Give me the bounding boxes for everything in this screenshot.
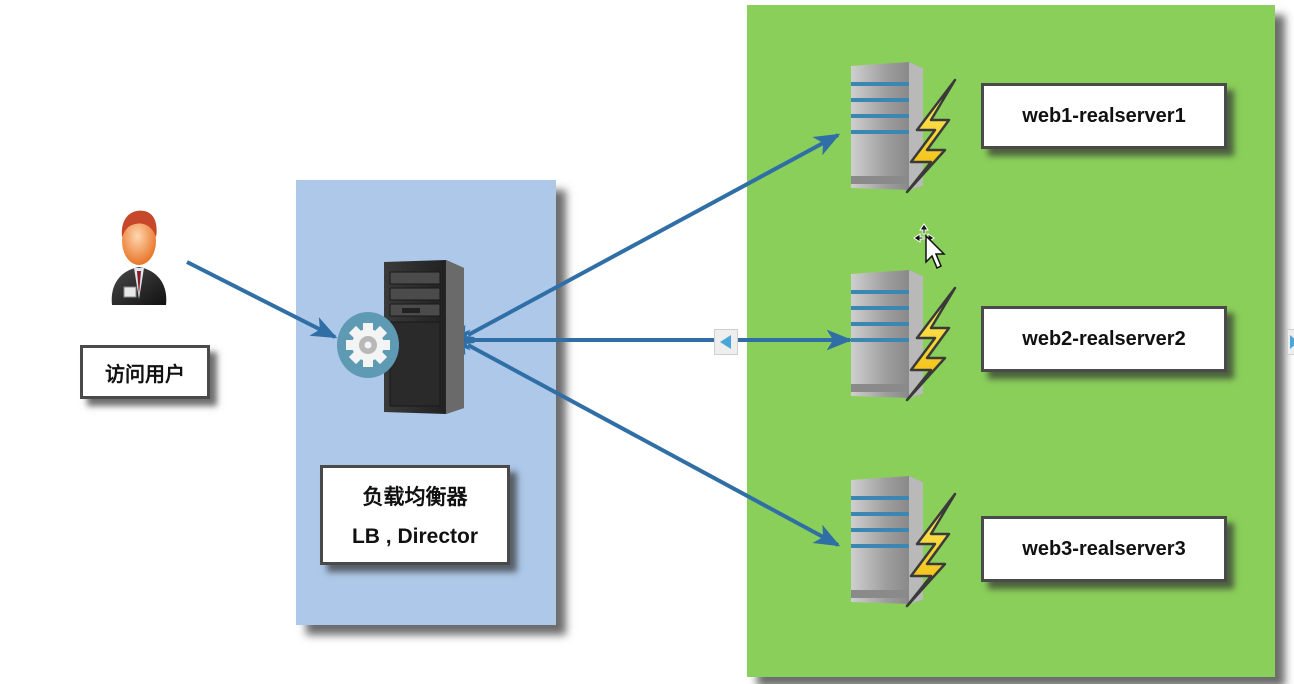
realserver-label-1: web1-realserver1 <box>981 83 1227 149</box>
realserver-label-3: web3-realserver3 <box>981 516 1227 582</box>
user-icon[interactable] <box>108 207 170 307</box>
server-lightning-icon[interactable] <box>845 266 965 406</box>
load-balancer-label: 负载均衡器 LB , Director <box>320 465 510 565</box>
user-label: 访问用户 <box>80 345 210 399</box>
gear-icon <box>337 312 399 378</box>
left-scroll-handle[interactable] <box>714 329 738 355</box>
server-lightning-icon[interactable] <box>845 58 965 198</box>
move-cursor-icon <box>913 223 946 270</box>
right-scroll-handle[interactable] <box>1287 329 1294 355</box>
server-tower-icon[interactable] <box>376 258 468 416</box>
server-lightning-icon[interactable] <box>845 472 965 612</box>
triangle-right-icon <box>1290 335 1294 349</box>
load-balancer-label-en: LB , Director <box>351 525 479 548</box>
load-balancer-label-cn: 负载均衡器 <box>362 486 468 509</box>
realserver-label-2: web2-realserver2 <box>981 306 1227 372</box>
triangle-left-icon <box>720 335 731 349</box>
